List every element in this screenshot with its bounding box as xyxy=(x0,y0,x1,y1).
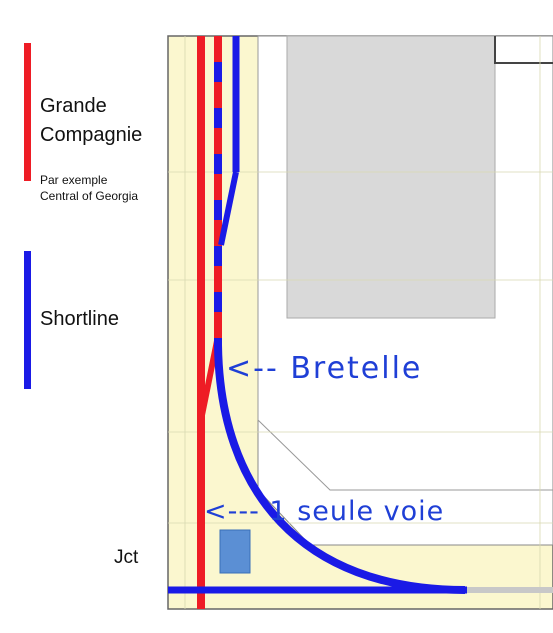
inner-outline xyxy=(257,36,553,491)
bottom-track-strip xyxy=(465,587,553,593)
legend-red-bar xyxy=(24,43,31,181)
legend-example-line1: Par exemple xyxy=(40,173,108,187)
blue-siding-curve xyxy=(218,171,239,246)
legend-grande-line1: Grande xyxy=(40,95,107,117)
wall-top-right xyxy=(494,36,553,64)
legend-shortline: Shortline xyxy=(40,308,119,330)
blue-curve xyxy=(214,344,466,594)
building xyxy=(219,529,251,574)
label-bretelle: <-- Bretelle xyxy=(226,351,422,386)
label-une-seule-voie: <--- 1 seule voie xyxy=(204,496,444,527)
legend-blue-bar xyxy=(24,251,31,389)
label-jct: Jct xyxy=(114,547,139,568)
legend-example-line2: Central of Georgia xyxy=(40,189,139,203)
legend-grande-line2: Compagnie xyxy=(40,124,143,146)
gray-box xyxy=(286,35,496,319)
